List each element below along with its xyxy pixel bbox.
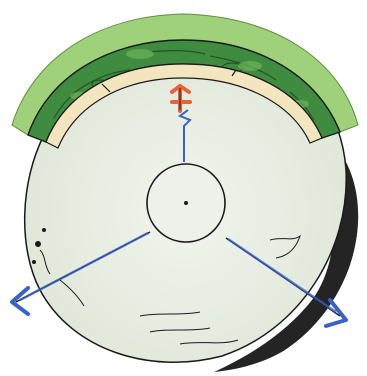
left-arrow-icon	[12, 288, 28, 314]
center-dot	[184, 201, 188, 205]
